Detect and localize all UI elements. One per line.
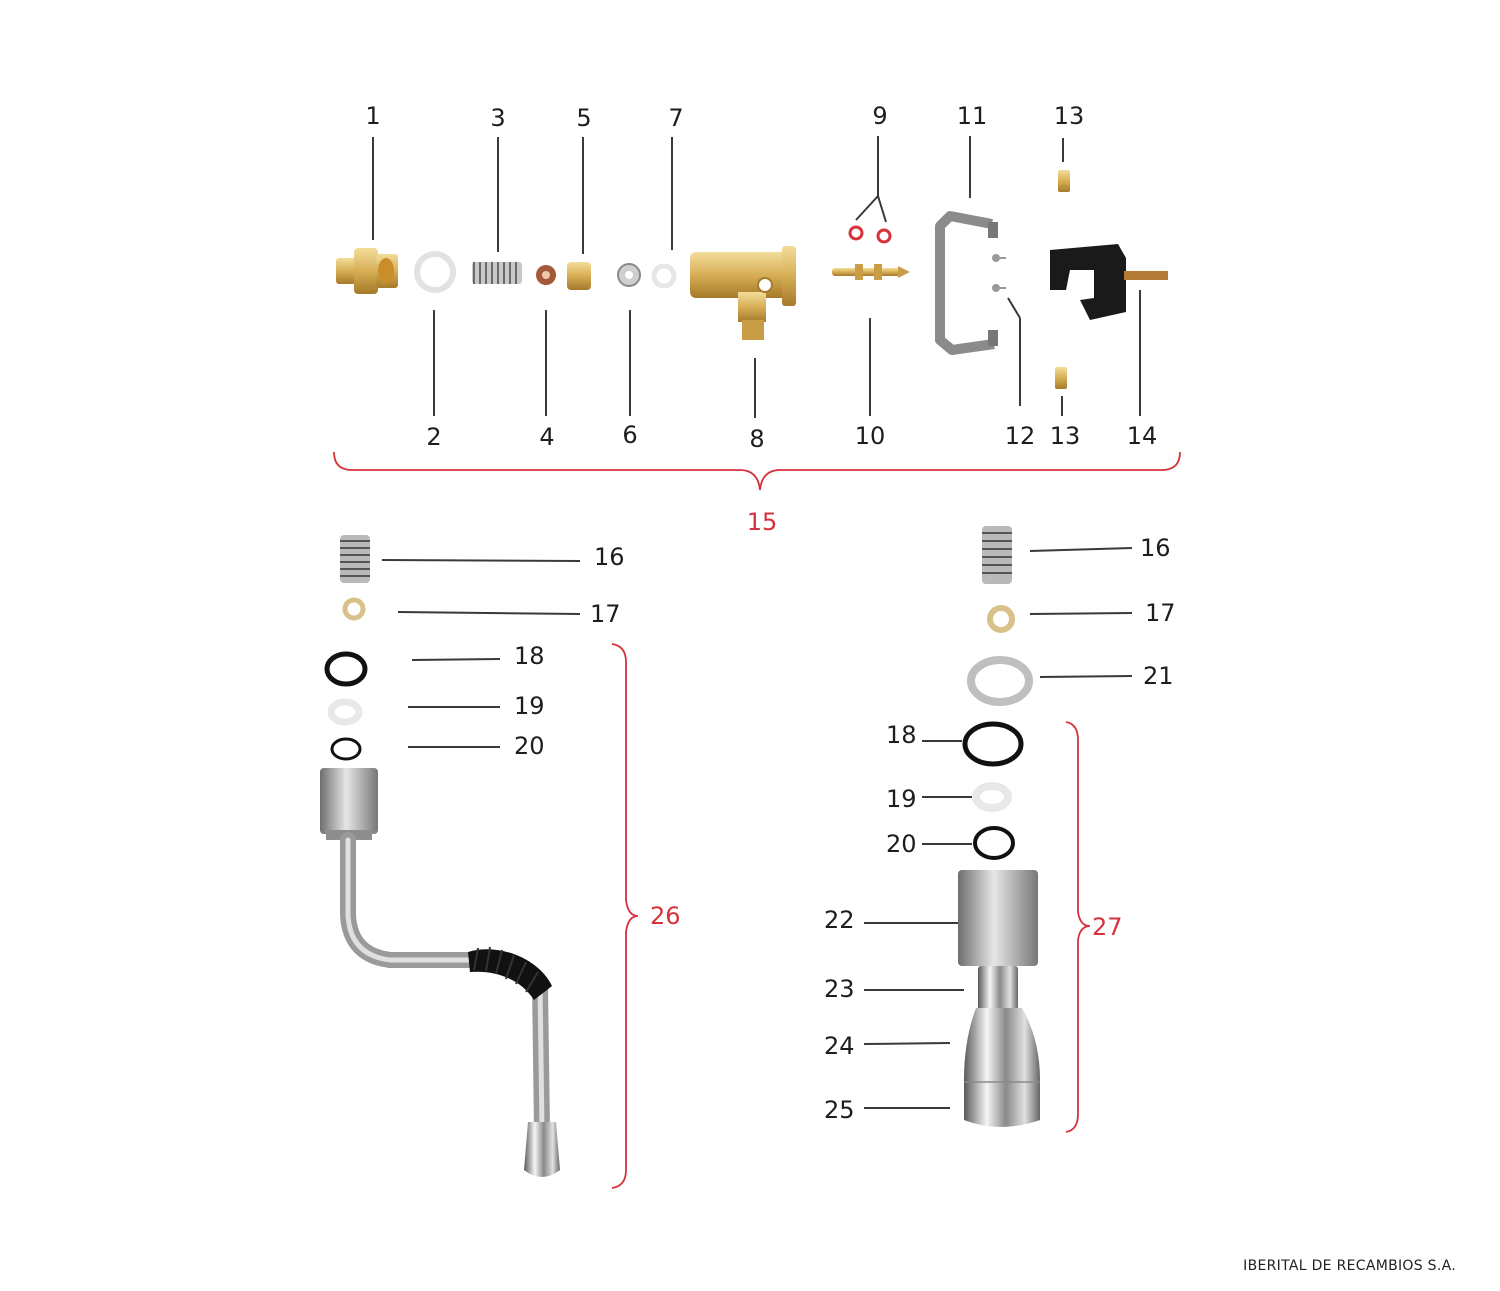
part-7-white-ring bbox=[651, 263, 677, 289]
part-3-spring bbox=[472, 262, 522, 284]
part-2-white-washer bbox=[414, 251, 456, 293]
label-5: 5 bbox=[576, 104, 591, 132]
label-14: 14 bbox=[1127, 422, 1158, 450]
label-12: 12 bbox=[1005, 422, 1036, 450]
right-label-16: 16 bbox=[1140, 534, 1171, 562]
label-1: 1 bbox=[365, 102, 380, 130]
left-part-20-black-oring bbox=[330, 737, 362, 761]
right-label-24: 24 bbox=[824, 1032, 855, 1060]
left-label-16: 16 bbox=[594, 543, 625, 571]
left-part-18-black-oring bbox=[324, 651, 368, 687]
left-label-18: 18 bbox=[514, 642, 545, 670]
right-label-20: 20 bbox=[886, 830, 917, 858]
right-part-18-black-oring bbox=[962, 721, 1024, 767]
right-label-25: 25 bbox=[824, 1096, 855, 1124]
right-part-17-brass-ring bbox=[987, 605, 1015, 633]
label-11: 11 bbox=[957, 102, 988, 130]
top-leader-lines bbox=[372, 136, 1141, 418]
part-13-top-brass-screw bbox=[1058, 170, 1070, 192]
part-14-black-lever bbox=[1050, 244, 1168, 320]
right-label-23: 23 bbox=[824, 975, 855, 1003]
label-13-top: 13 bbox=[1054, 102, 1085, 130]
label-15: 15 bbox=[747, 508, 778, 536]
part-11-steel-bracket bbox=[935, 211, 998, 355]
part-4-red-washer bbox=[536, 265, 556, 285]
right-part-21-grey-ring bbox=[967, 656, 1033, 706]
right-part-22-hex-nut bbox=[958, 870, 1038, 966]
label-10: 10 bbox=[855, 422, 886, 450]
label-6: 6 bbox=[622, 421, 637, 449]
label-27: 27 bbox=[1092, 913, 1123, 941]
left-leader-lines bbox=[381, 559, 581, 748]
left-label-17: 17 bbox=[590, 600, 621, 628]
right-part-23-chrome-collar bbox=[978, 966, 1018, 1010]
part-10-brass-pin bbox=[832, 264, 910, 280]
right-label-21: 21 bbox=[1143, 662, 1174, 690]
part-5-brass-bush bbox=[567, 262, 591, 290]
brace-15 bbox=[333, 451, 1181, 491]
label-7: 7 bbox=[668, 104, 683, 132]
left-label-20: 20 bbox=[514, 732, 545, 760]
brace-27 bbox=[1065, 721, 1091, 1133]
right-part-16-spring bbox=[982, 526, 1012, 584]
label-2: 2 bbox=[426, 423, 441, 451]
label-3: 3 bbox=[490, 104, 505, 132]
part-12-screws bbox=[992, 254, 1006, 292]
part-8-brass-valve-body bbox=[690, 246, 796, 340]
left-label-19: 19 bbox=[514, 692, 545, 720]
part-13-bottom-brass-screw bbox=[1055, 367, 1067, 389]
left-part-26-steam-wand bbox=[320, 768, 560, 1177]
part-1-brass-fitting bbox=[336, 248, 398, 294]
brace-26 bbox=[611, 643, 639, 1189]
right-label-19: 19 bbox=[886, 785, 917, 813]
label-13-bottom: 13 bbox=[1050, 422, 1081, 450]
right-part-19-white-ring bbox=[972, 782, 1012, 812]
label-9: 9 bbox=[872, 102, 887, 130]
right-leader-lines bbox=[863, 547, 1133, 1109]
company-footer: IBERITAL DE RECAMBIOS S.A. bbox=[1243, 1258, 1456, 1274]
label-26: 26 bbox=[650, 902, 681, 930]
left-part-17-brass-ring bbox=[342, 597, 366, 621]
label-4: 4 bbox=[539, 423, 554, 451]
right-part-24-25-chrome-tip bbox=[964, 1008, 1040, 1127]
right-label-22: 22 bbox=[824, 906, 855, 934]
right-label-18: 18 bbox=[886, 721, 917, 749]
part-9-orings bbox=[848, 225, 892, 244]
part-6-nut bbox=[617, 263, 641, 287]
label-8: 8 bbox=[749, 425, 764, 453]
right-part-20-black-oring bbox=[973, 826, 1015, 860]
left-part-19-white-ring bbox=[327, 698, 363, 726]
left-part-16-spring bbox=[340, 535, 370, 583]
right-label-17: 17 bbox=[1145, 599, 1176, 627]
